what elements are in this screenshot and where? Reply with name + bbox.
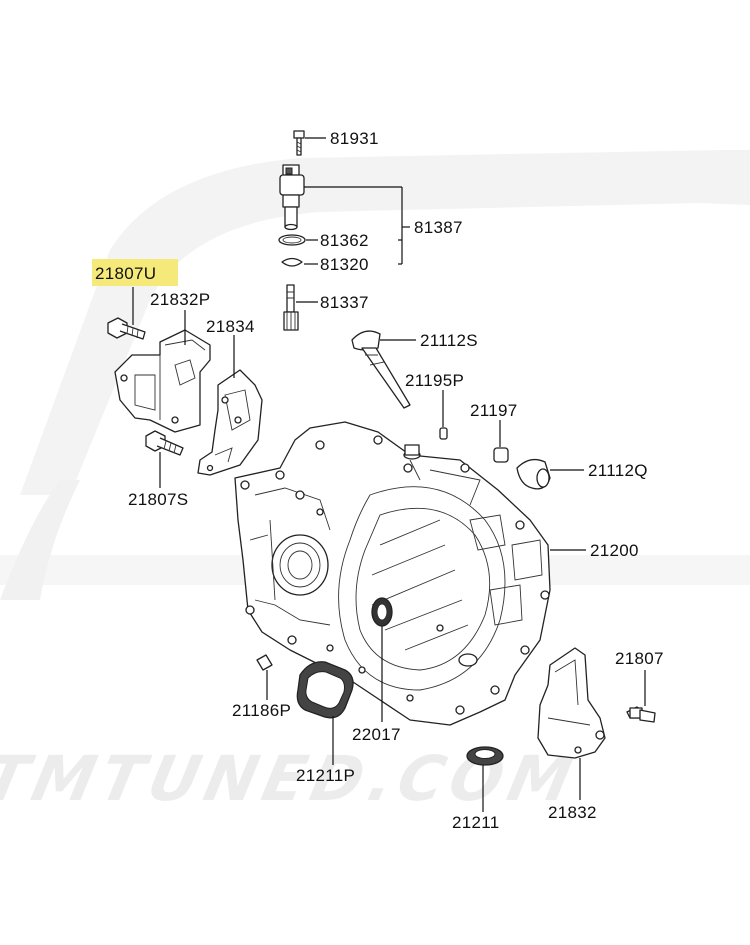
part-21211P-cover xyxy=(296,661,354,719)
label-22017: 22017 xyxy=(352,725,401,744)
part-21832-bracket xyxy=(537,647,606,759)
label-81320: 81320 xyxy=(320,255,369,274)
part-21834-bracket xyxy=(197,369,263,476)
part-labels: 81931 81387 81362 81320 21807U 21832P 81… xyxy=(95,129,664,832)
label-21832: 21832 xyxy=(548,803,597,822)
label-21197: 21197 xyxy=(470,401,518,420)
part-21211-plug xyxy=(466,746,504,766)
label-81362: 81362 xyxy=(320,231,369,250)
part-21832P-bracket xyxy=(114,329,211,433)
part-21112S-breather xyxy=(351,330,411,409)
part-21807U-bolt xyxy=(107,317,146,340)
part-81362-o-ring xyxy=(278,234,306,246)
part-81337-driven-gear xyxy=(283,284,299,331)
part-22017-oil-seal xyxy=(371,597,393,627)
part-21197-plug xyxy=(493,447,509,463)
label-21186P: 21186P xyxy=(232,701,291,720)
highlight-21807U xyxy=(92,259,178,286)
part-21807S-bolt xyxy=(145,430,184,456)
part-81320-clip xyxy=(281,257,303,267)
part-81387-speed-sensor xyxy=(279,164,305,231)
label-21195P: 21195P xyxy=(405,371,464,390)
label-21807U: 21807U xyxy=(95,264,156,283)
label-81931: 81931 xyxy=(330,129,379,148)
label-21200: 21200 xyxy=(590,541,639,560)
part-21200-transmission-case xyxy=(234,421,551,726)
label-81387: 81387 xyxy=(414,218,463,237)
part-21807-bolt xyxy=(626,706,656,723)
leader-lines xyxy=(132,137,646,812)
label-21832P: 21832P xyxy=(150,290,210,309)
label-21112S: 21112S xyxy=(420,331,478,350)
part-81931-bolt xyxy=(293,130,305,156)
label-21807: 21807 xyxy=(615,649,664,668)
label-21834: 21834 xyxy=(206,317,255,336)
label-21211P: 21211P xyxy=(296,766,355,785)
label-81337: 81337 xyxy=(320,293,369,312)
part-21112Q-cap xyxy=(516,458,551,490)
label-21211: 21211 xyxy=(452,813,500,832)
label-21112Q: 21112Q xyxy=(588,461,648,480)
part-21195P-pin xyxy=(439,427,448,440)
part-21186P-dowel-pin xyxy=(256,654,273,671)
label-21807S: 21807S xyxy=(128,490,188,509)
